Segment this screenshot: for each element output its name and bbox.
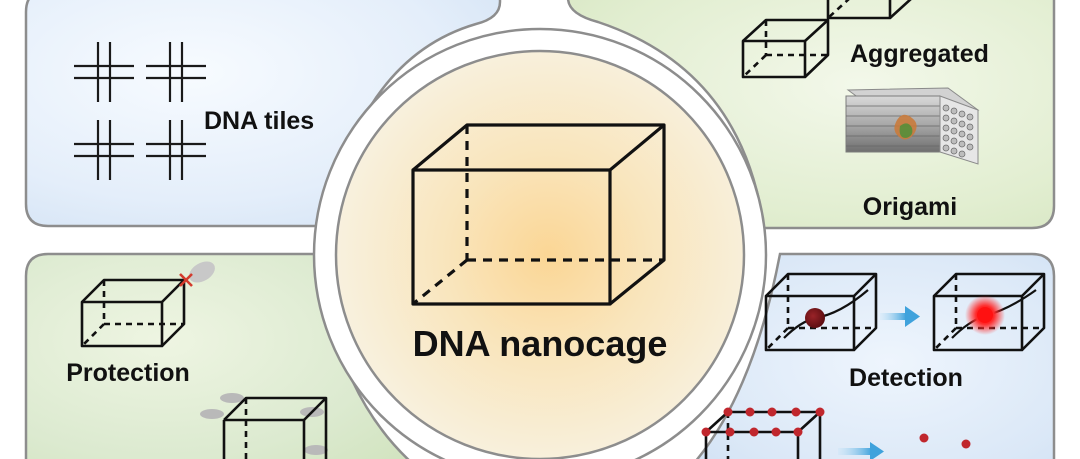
panel-detection	[695, 252, 1056, 459]
origami-structure-icon	[845, 87, 980, 165]
detection-arrow-icon	[880, 306, 920, 327]
detection-cube-before-icon	[764, 272, 878, 352]
panel-structures	[566, 0, 1056, 230]
blocked-enzyme-icon	[179, 261, 215, 287]
released-molecules-icon	[919, 433, 971, 449]
probe-dot-glow	[977, 307, 993, 323]
release-arrow-icon	[838, 442, 884, 459]
probe-dot-dark	[805, 308, 825, 328]
origami-label: Origami	[863, 193, 957, 221]
release-cube-icon	[701, 407, 825, 459]
dna-tiles-icon	[74, 42, 206, 180]
nanocage-cube-icon	[411, 123, 666, 306]
loaded-cube-icon	[200, 393, 328, 459]
center-circle	[312, 27, 768, 459]
dna-tiles-label: DNA tiles	[204, 107, 314, 135]
protection-label: Protection	[66, 359, 190, 387]
detection-label: Detection	[849, 364, 963, 392]
protection-cube-icon	[80, 278, 186, 348]
aggregated-label: Aggregated	[850, 40, 989, 68]
aggregated-cubes-icon	[741, 0, 912, 79]
center-label: DNA nanocage	[413, 323, 668, 364]
